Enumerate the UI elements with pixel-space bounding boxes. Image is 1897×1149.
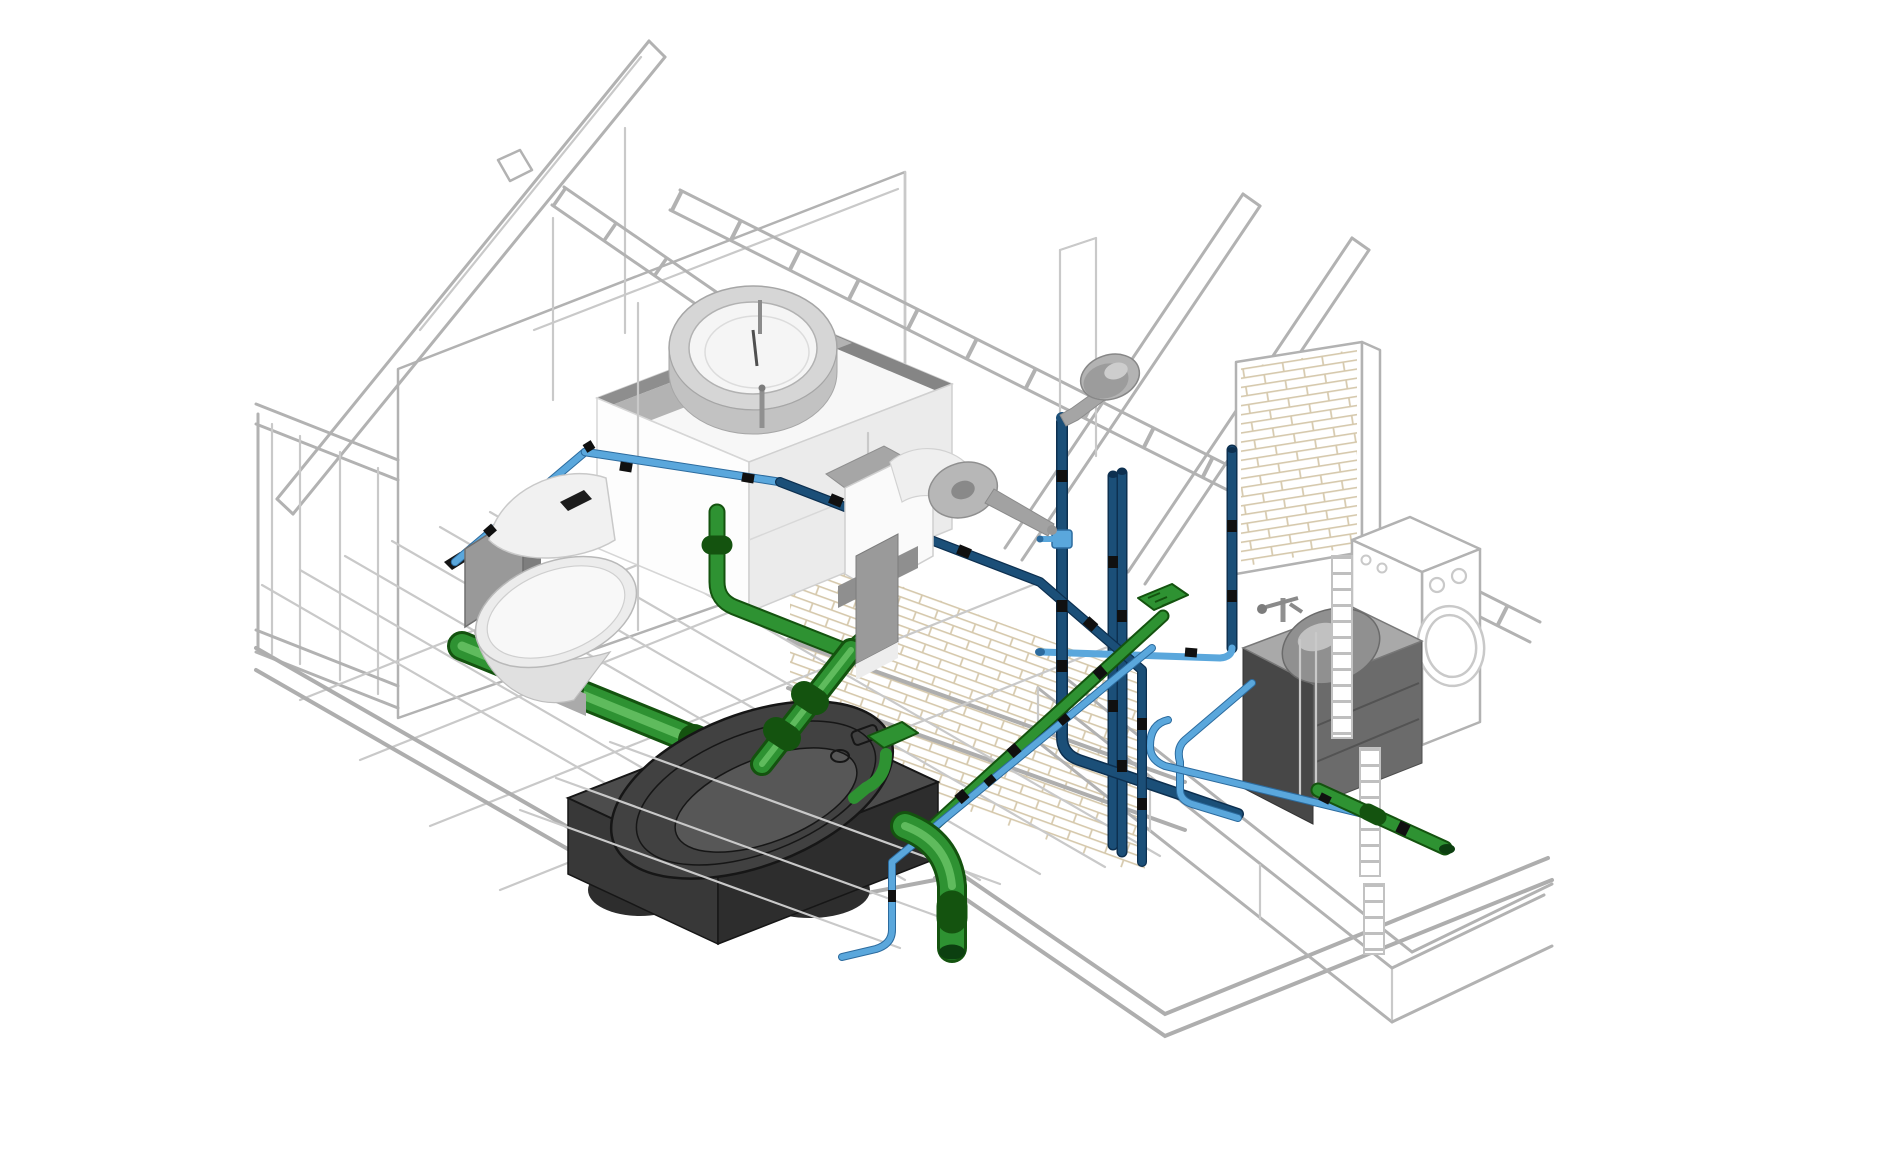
tub-drain-hole bbox=[830, 749, 850, 763]
drain-drop-stack bbox=[848, 721, 968, 963]
shower-head: Overhead shower head bbox=[1056, 353, 1141, 427]
open-pipe-end bbox=[939, 944, 965, 960]
vessel-sink bbox=[668, 285, 838, 435]
wall-outlet-fixture: Wall-mounted fixture with paper-roll hol… bbox=[825, 445, 1057, 680]
washer-knob bbox=[1450, 567, 1468, 585]
laundry-faucet bbox=[1257, 596, 1304, 622]
hot-feed-to-laundry bbox=[1036, 416, 1244, 820]
cold-supply-tub bbox=[838, 644, 1156, 961]
wall-hung-toilet: Wall-hung toilet bbox=[464, 473, 638, 716]
vanity-vessel-sink: Vanity cabinet with round vessel sink an… bbox=[594, 285, 955, 632]
hand-shower: Hand shower on wall bracket bbox=[927, 461, 1057, 537]
brick-end-panel bbox=[1234, 340, 1382, 576]
roof-rake-beam bbox=[275, 39, 667, 516]
floor-edge bbox=[933, 854, 1550, 1017]
pipe-couplings-black bbox=[483, 440, 1411, 902]
cleanout-fitting bbox=[1137, 583, 1189, 611]
cleanout-fitting bbox=[867, 721, 919, 749]
rake-notch bbox=[496, 148, 534, 183]
toilet-hinge bbox=[560, 490, 592, 511]
open-pipe-end bbox=[1439, 844, 1455, 854]
floor-edge bbox=[933, 876, 1554, 1039]
vessel-faucet bbox=[751, 300, 766, 428]
washer-knob bbox=[1428, 576, 1446, 594]
bathtub: Sunken corner bathtub bbox=[518, 700, 1002, 950]
pipe-coupling bbox=[791, 681, 829, 715]
cold-loops-laundry: Cold water supply piping bbox=[1146, 679, 1392, 824]
cold-branch-horizontal bbox=[1038, 644, 1236, 662]
pipe-coupling bbox=[763, 717, 801, 751]
drain-laundry bbox=[1310, 782, 1455, 856]
fixture-bracket bbox=[855, 533, 899, 665]
pipe-coupling bbox=[1359, 803, 1387, 826]
tub-overflow bbox=[850, 724, 880, 746]
